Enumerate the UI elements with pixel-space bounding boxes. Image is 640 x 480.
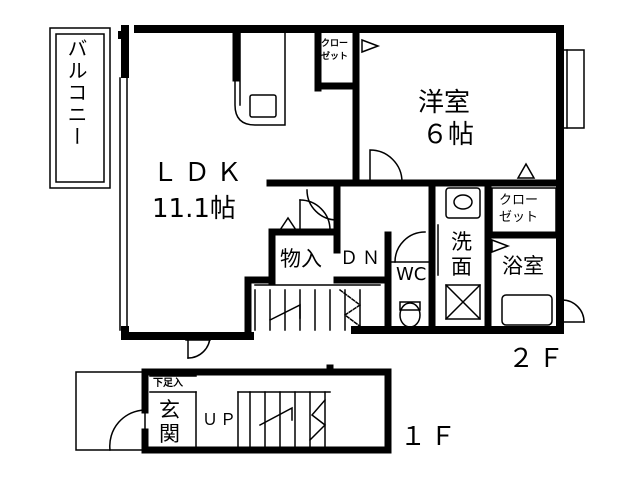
stairs-2f bbox=[254, 284, 381, 332]
interior-walls bbox=[244, 179, 564, 340]
ldk-name: ＬＤＫ bbox=[152, 158, 249, 188]
western-room-size: ６帖 bbox=[422, 120, 475, 150]
storage-door bbox=[278, 199, 331, 231]
washroom-label: 洗 面 bbox=[451, 230, 472, 279]
closet-right-frame bbox=[491, 187, 557, 234]
first-floor-label: １Ｆ bbox=[400, 422, 461, 452]
stairs-up-label: ＵＰ bbox=[202, 410, 239, 429]
ldk-size: 11.1帖 bbox=[152, 194, 236, 224]
closet-top-walls bbox=[314, 29, 360, 186]
hall-door bbox=[306, 189, 338, 221]
western-room-door bbox=[369, 149, 403, 183]
west-window bbox=[119, 77, 128, 331]
stairs-down-label: ＤＮ bbox=[340, 248, 384, 269]
east-window bbox=[561, 49, 585, 129]
first-floor-inner bbox=[149, 375, 197, 451]
western-room-closet-arrow bbox=[516, 162, 536, 179]
entrance-label: 玄 関 bbox=[159, 398, 180, 446]
washroom-fixtures bbox=[437, 187, 482, 321]
ldk-bottom-door bbox=[185, 333, 211, 359]
closet-top-door-mark bbox=[361, 38, 381, 54]
kitchen-counter bbox=[234, 32, 286, 126]
bath-fixtures bbox=[491, 238, 585, 326]
western-room-name: 洋室 bbox=[418, 88, 471, 118]
second-floor-label: ２Ｆ bbox=[508, 344, 569, 374]
first-floor-porch bbox=[75, 371, 146, 451]
toilet-label: WC bbox=[396, 264, 427, 285]
bath-label: 浴室 bbox=[502, 254, 544, 278]
storage-label: 物入 bbox=[280, 247, 322, 271]
closet-right-label: クロー ゼット bbox=[499, 193, 539, 225]
shoe-box-label: 下足入 bbox=[153, 378, 183, 389]
stairs-1f bbox=[237, 391, 331, 451]
balcony-label: バルコニー bbox=[64, 38, 88, 148]
closet-top-label: クロー ゼット bbox=[321, 39, 349, 62]
toilet-fixtures bbox=[391, 231, 429, 328]
balcony bbox=[49, 27, 111, 189]
